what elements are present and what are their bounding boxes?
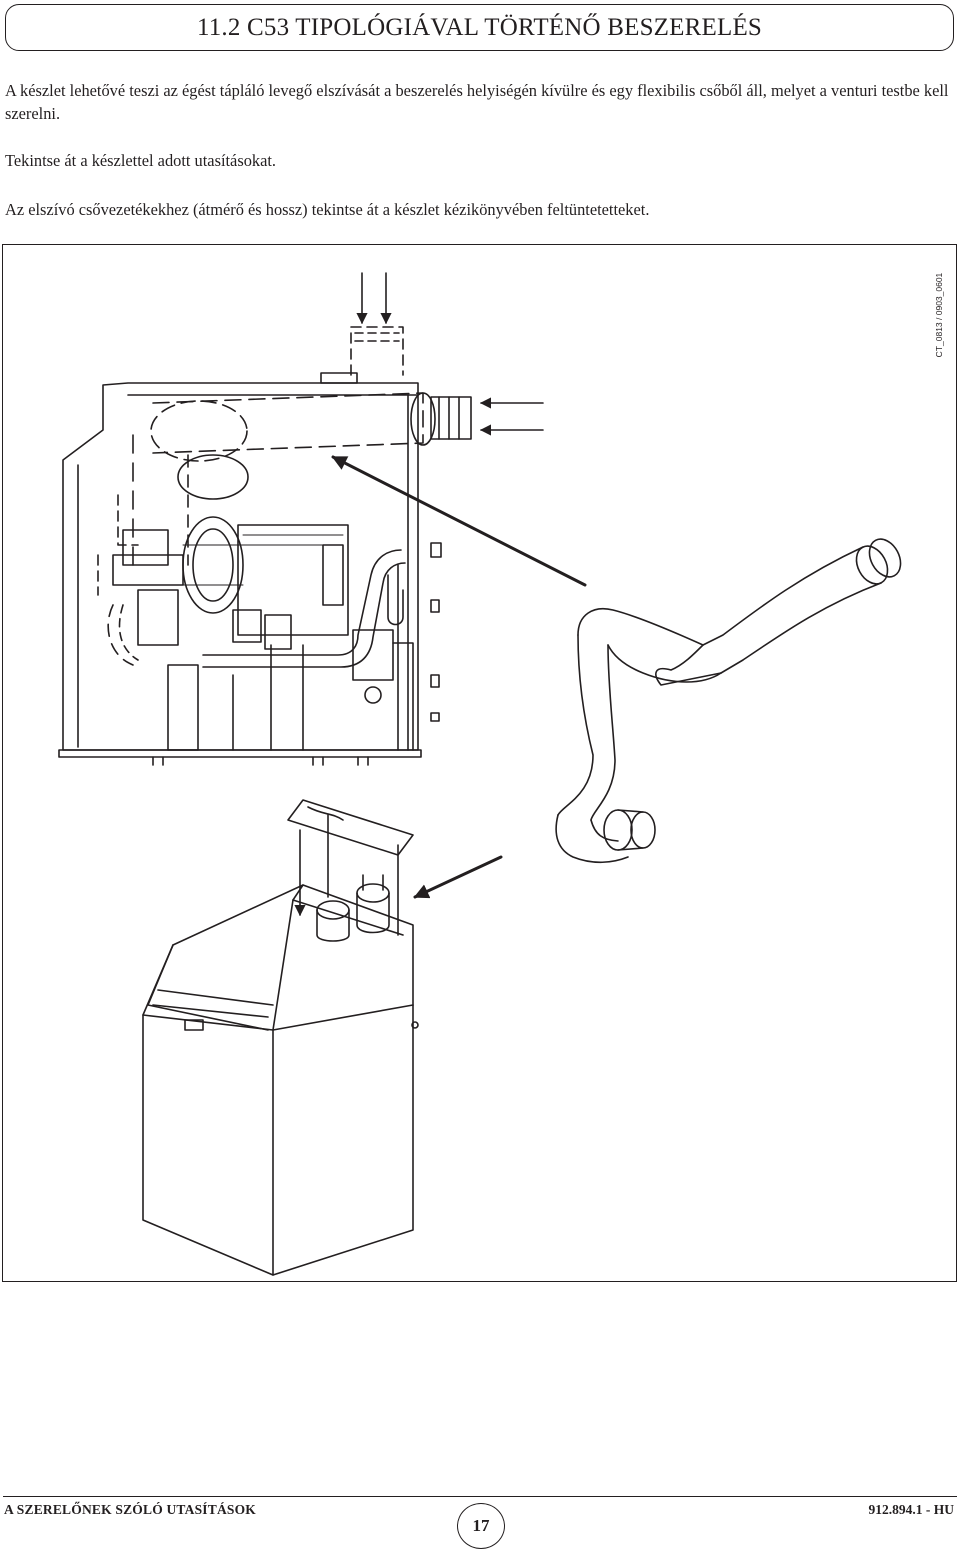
figure-code: CT_0813 / 0903_0601 — [934, 272, 944, 358]
page-number-badge: 17 — [457, 1503, 505, 1549]
pointer-arrow-venturi — [331, 455, 587, 587]
pointer-arrow-collar — [413, 855, 503, 899]
boiler-section-view — [58, 326, 472, 766]
document-code: 912.894.1 - HU — [868, 1502, 955, 1517]
installation-figure — [2, 244, 957, 1282]
pipe-specs-paragraph: Az elszívó csővezetékekhez (átmérő és ho… — [5, 200, 650, 219]
instructions-paragraph: Tekintse át a készlettel adott utasításo… — [5, 151, 277, 170]
intro-paragraph: A készlet lehetővé teszi az égést táplál… — [5, 81, 949, 123]
footer-section-name: A SZERELŐNEK SZÓLÓ UTASÍTÁSOK — [4, 1502, 257, 1517]
boiler-3d-view — [142, 799, 419, 1276]
page-number: 17 — [472, 1516, 490, 1535]
installation-drawing — [58, 272, 902, 1276]
section-title-box: 11.2 C53 TIPOLÓGIÁVAL TÖRTÉNŐ BESZERELÉS — [5, 4, 954, 51]
airflow-arrows — [356, 272, 544, 436]
footer-rule — [3, 1496, 957, 1497]
figure-code-label: CT_0813 / 0903_0601 — [934, 270, 944, 360]
section-title: 11.2 C53 TIPOLÓGIÁVAL TÖRTÉNŐ BESZERELÉS — [196, 14, 763, 41]
flexible-pipe — [555, 538, 902, 864]
